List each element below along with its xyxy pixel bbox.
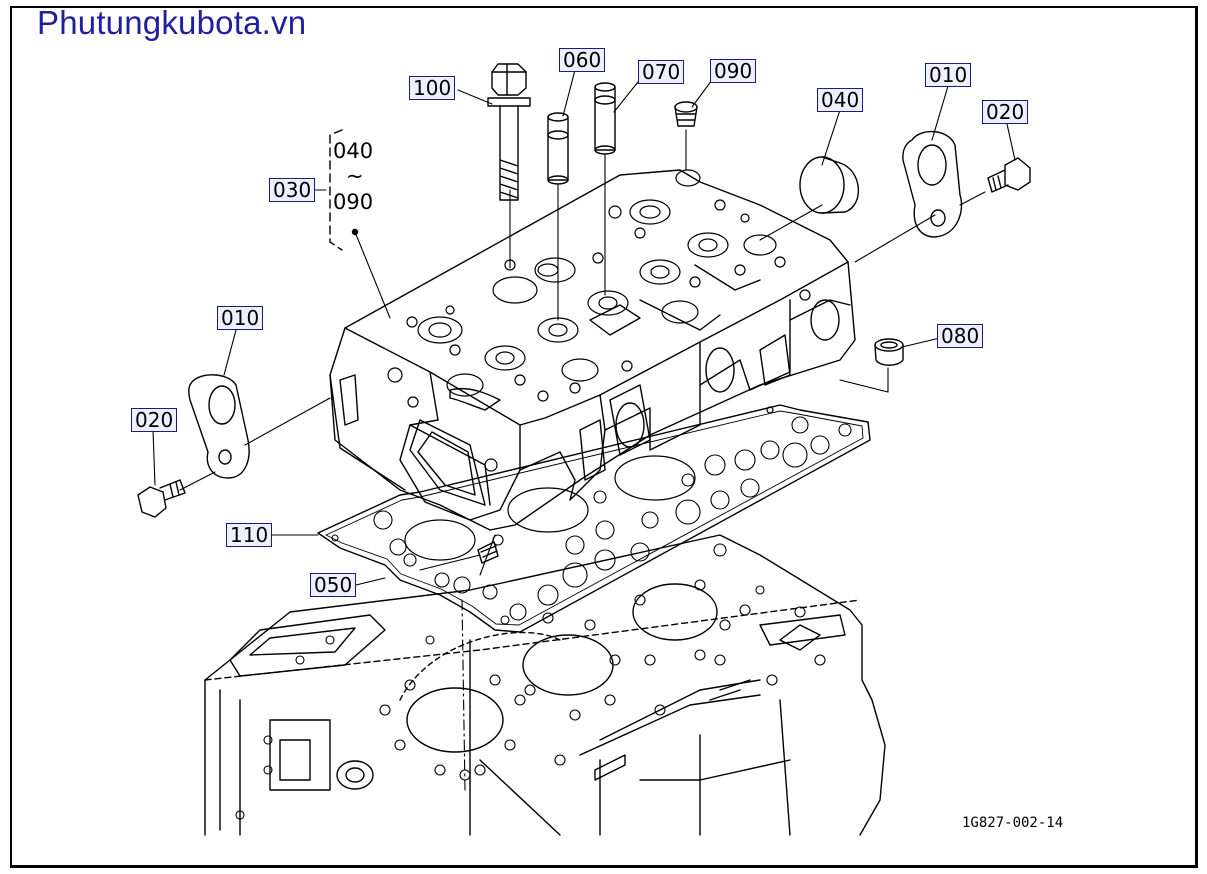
- drawing-code: 1G827-002-14: [962, 815, 1064, 831]
- plug-040: [799, 156, 860, 214]
- cylinder-head: [329, 169, 856, 531]
- callout-040[interactable]: 040: [817, 88, 864, 112]
- range-bracket: [329, 129, 343, 251]
- callout-010-right[interactable]: 010: [925, 63, 972, 87]
- bracket-010-left: [187, 374, 250, 479]
- callout-080[interactable]: 080: [937, 324, 984, 348]
- range-to-label: 090: [333, 190, 374, 214]
- callout-030[interactable]: 030: [269, 178, 316, 202]
- callout-020-left[interactable]: 020: [131, 408, 178, 432]
- site-title: Phutungkubota.vn: [37, 4, 307, 41]
- seal-080: [874, 338, 904, 366]
- head-gasket: [317, 404, 871, 633]
- plug-090: [674, 101, 698, 127]
- callout-050[interactable]: 050: [310, 573, 357, 597]
- bolt-020-left: [137, 479, 186, 518]
- engine-block: [204, 534, 886, 836]
- bracket-010-right: [902, 130, 963, 238]
- range-from-label: 040: [333, 139, 374, 163]
- valve-guide-060: [547, 112, 569, 185]
- plug-050: [477, 541, 499, 564]
- callout-070[interactable]: 070: [638, 60, 685, 84]
- range-marker-dot: [351, 228, 359, 236]
- bolt-020-right: [987, 157, 1031, 193]
- range-tilde: ~: [346, 164, 364, 188]
- callout-020-right[interactable]: 020: [982, 100, 1029, 124]
- page-frame: [10, 6, 1198, 868]
- callout-100[interactable]: 100: [409, 76, 456, 100]
- bolt-100: [487, 63, 531, 201]
- valve-guide-070: [594, 82, 616, 155]
- callout-110[interactable]: 110: [226, 523, 273, 547]
- callout-010-left[interactable]: 010: [217, 306, 264, 330]
- callout-060[interactable]: 060: [559, 48, 606, 72]
- callout-090[interactable]: 090: [710, 59, 757, 83]
